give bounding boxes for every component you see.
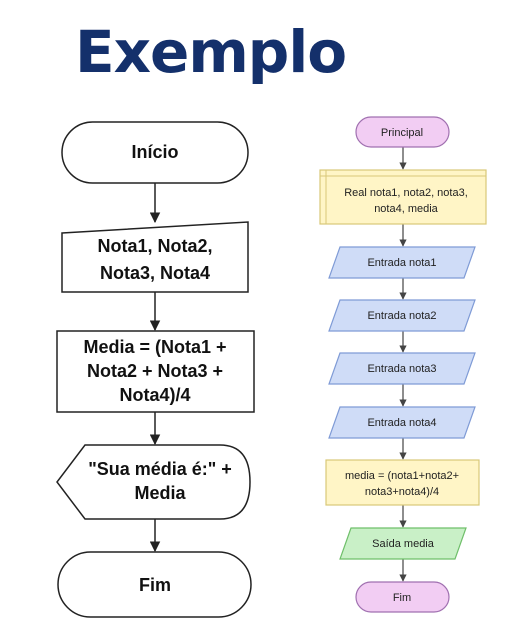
left-process-line2: Nota2 + Nota3 + [87,361,223,381]
left-end-label: Fim [139,575,171,595]
right-assign-line2: nota3+nota4)/4 [365,486,439,498]
left-display-line1: "Sua média é:" + [88,459,232,479]
left-display-shape: "Sua média é:" + Media [56,444,251,520]
right-input3-label: Entrada nota3 [367,363,436,375]
left-process-box: Media = (Nota1 + Nota2 + Nota3 + Nota4)/… [56,330,255,413]
right-flowchart: Principal Real nota1, nota2, nota3, nota… [319,116,487,613]
left-process-line1: Media = (Nota1 + [83,337,226,357]
page-title: Exemplo [75,18,347,86]
right-assign-box: media = (nota1+nota2+ nota3+nota4)/4 [325,459,480,506]
left-flowchart: Início Nota1, Nota2, Nota3, Nota4 Media … [56,121,255,618]
left-input-line2: Nota3, Nota4 [100,263,210,283]
right-declare-line1: Real nota1, nota2, nota3, [344,187,468,199]
left-end-terminal: Fim [57,551,252,618]
right-declare-box: Real nota1, nota2, nota3, nota4, media [319,169,487,225]
right-input-nota1: Entrada nota1 [328,246,476,279]
right-declare-line2: nota4, media [374,203,438,215]
right-output-label: Saída media [372,538,435,550]
right-output-shape: Saída media [339,527,467,560]
right-start-terminal: Principal [355,116,450,148]
left-process-line3: Nota4)/4 [119,385,190,405]
left-input-shape: Nota1, Nota2, Nota3, Nota4 [61,221,249,293]
right-assign-line1: media = (nota1+nota2+ [345,470,459,482]
left-display-line2: Media [134,483,186,503]
right-input-nota4: Entrada nota4 [328,406,476,439]
right-input4-label: Entrada nota4 [367,417,436,429]
left-start-terminal: Início [61,121,249,184]
right-input-nota2: Entrada nota2 [328,299,476,332]
left-input-line1: Nota1, Nota2, [97,236,212,256]
right-end-terminal: Fim [355,581,450,613]
right-start-label: Principal [381,127,423,139]
right-input-nota3: Entrada nota3 [328,352,476,385]
right-input2-label: Entrada nota2 [367,310,436,322]
right-input1-label: Entrada nota1 [367,257,436,269]
left-start-label: Início [131,142,178,162]
right-end-label: Fim [393,592,411,604]
